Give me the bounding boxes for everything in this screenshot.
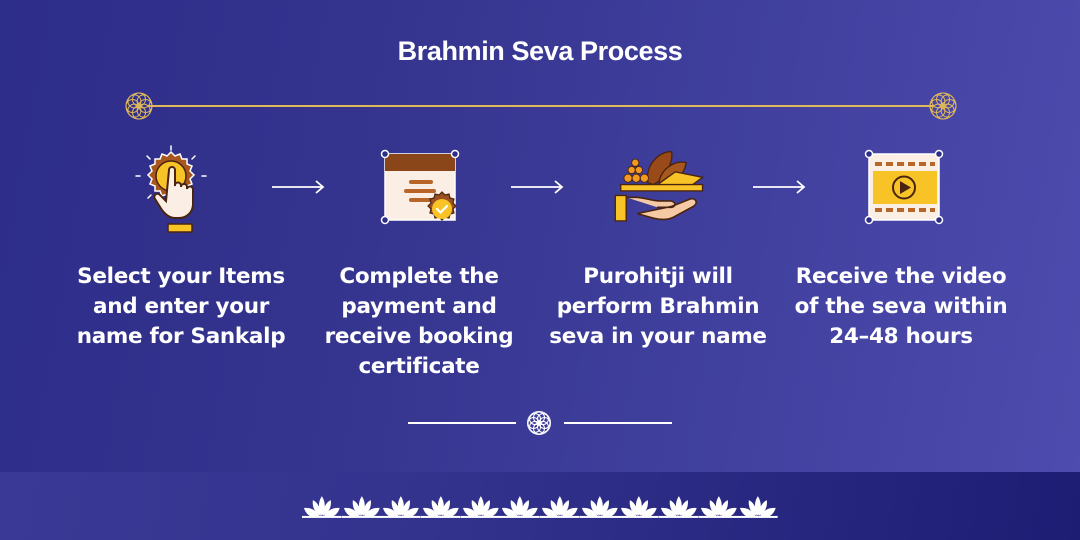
- step-text: Purohitji will perform Brahmin seva in y…: [549, 264, 767, 349]
- lotus-icon: [381, 496, 422, 518]
- lotus-icon: [619, 496, 660, 518]
- gold-rule-line: [148, 105, 934, 107]
- step-text: Receive the video of the seva within 24–…: [794, 264, 1008, 349]
- bottom-divider: [408, 408, 672, 438]
- lotus-icon: [302, 496, 342, 518]
- lotus-icon: [341, 496, 382, 518]
- step-3: Purohitji will perform Brahmin seva in y…: [543, 140, 773, 352]
- step-text: Complete the payment and receive booking…: [324, 264, 514, 379]
- mandala-icon: [929, 92, 957, 120]
- lotus-icon: [540, 496, 580, 518]
- arrow-right-icon: [511, 180, 564, 194]
- lotus-icon: [500, 496, 541, 518]
- video-play-icon: [864, 149, 944, 225]
- step-text: Select your Items and enter your name fo…: [76, 264, 286, 349]
- lotus-icon: [698, 496, 739, 518]
- arrow-right-icon: [753, 180, 806, 194]
- lotus-icon: [579, 496, 620, 518]
- lotus-icon: [738, 496, 779, 518]
- top-divider: [124, 91, 958, 121]
- footer-band: [0, 472, 1080, 540]
- flower-icon: [527, 411, 551, 435]
- lotus-border: [302, 494, 779, 522]
- divider-line: [408, 422, 516, 424]
- lotus-icon: [659, 496, 699, 518]
- page-title: Brahmin Seva Process: [397, 36, 683, 66]
- arrow-right-icon: [272, 180, 325, 194]
- lotus-icon: [460, 496, 501, 518]
- lotus-icon: [421, 496, 461, 518]
- process-steps: Select your Items and enter your name fo…: [0, 140, 1080, 400]
- step-2: Complete the payment and receive booking…: [304, 140, 534, 382]
- step-4: Receive the video of the seva within 24–…: [786, 140, 1016, 352]
- offering-hand-icon: [614, 151, 705, 222]
- tap-button-icon: [135, 145, 207, 233]
- divider-line: [564, 422, 672, 424]
- mandala-icon: [125, 92, 153, 120]
- step-1: Select your Items and enter your name fo…: [66, 140, 296, 352]
- certificate-icon: [380, 149, 460, 225]
